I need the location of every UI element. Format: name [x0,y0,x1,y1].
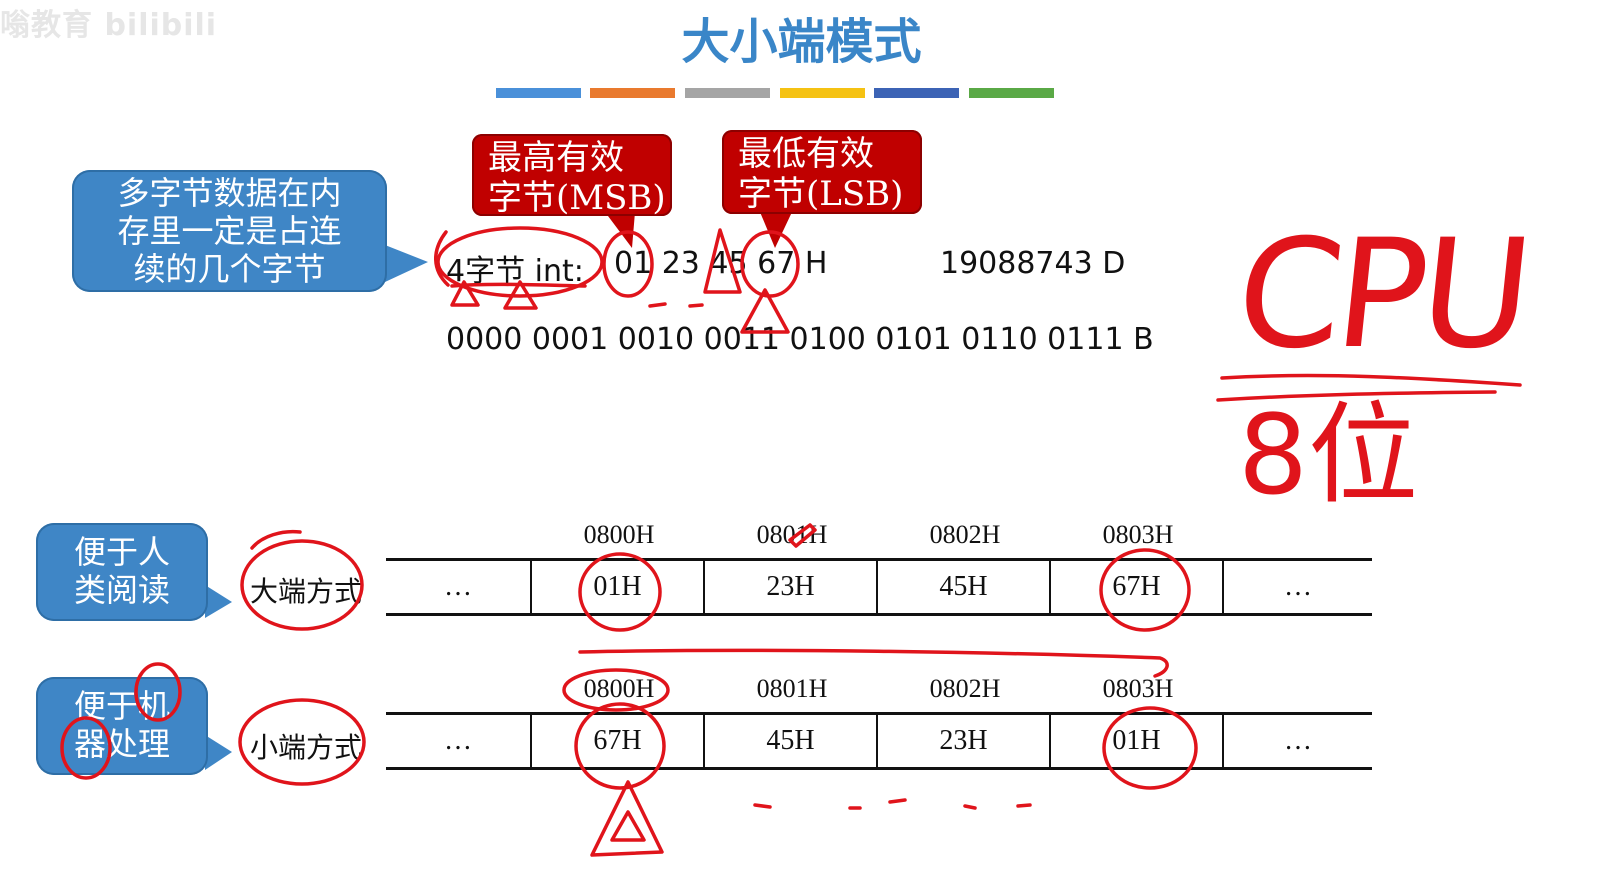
ink-dash-6 [963,804,977,810]
ink-dash-7 [1016,803,1032,808]
memory-cell: 45H [705,715,878,767]
ink-dash-5 [888,798,907,804]
machine-processing-callout-line-1: 便于机 [73,687,170,725]
big-endian-address-2: 0802H [929,520,1001,549]
memory-cell: … [386,561,532,613]
memory-cell: 01H [1051,715,1224,767]
machine-processing-callout: 便于机 器处理 [36,677,208,775]
memory-cell: 23H [878,715,1051,767]
int-hex-value: 01 23 45 67 H [614,246,828,281]
memory-cell: … [1284,725,1312,756]
lsb-callout-line-2: 字节(LSB) [738,174,904,214]
machine-processing-callout-line-2: 器处理 [73,725,170,763]
multibyte-callout-line-3: 续的几个字节 [133,250,326,288]
memory-cell: … [386,715,532,767]
title-color-bar-6 [969,88,1054,98]
ink-triangle-bottom [590,780,664,857]
ink-connector-line [578,648,1169,678]
msb-callout-line-1: 最高有效 [488,138,624,178]
little-endian-address-3: 0803H [1102,674,1174,703]
title-color-bar-2 [590,88,675,98]
little-endian-address-1: 0801H [756,674,828,703]
human-readable-callout-line-2: 类阅读 [73,571,170,609]
lsb-callout-line-1: 最低有效 [738,134,874,174]
ink-dash-1 [648,302,667,308]
title-color-bar-5 [874,88,959,98]
ink-hook-big-endian [250,529,302,550]
big-endian-address-1: 0801H [756,520,828,549]
memory-cell: 67H [532,715,705,767]
memory-cell: 23H [705,561,878,613]
little-endian-address-0: 0800H [583,674,655,703]
int-decimal-value: 19088743 D [940,246,1126,281]
page-title: 大小端模式 [681,14,922,70]
big-endian-label: 大端方式 [250,577,363,608]
multibyte-callout-line-2: 存里一定是占连 [117,212,342,250]
memory-cell: 67H [1051,561,1224,613]
ink-dash-3 [753,803,772,809]
int-binary-value: 0000 0001 0010 0011 0100 0101 0110 0111 … [446,322,1154,357]
big-endian-address-0: 0800H [583,520,655,549]
memory-cell: 45H [878,561,1051,613]
little-endian-memory-row: … 67H 45H 23H 01H … [386,712,1372,770]
msb-callout: 最高有效 字节(MSB) [472,134,672,218]
multibyte-callout-line-1: 多字节数据在内 [117,174,342,212]
human-readable-callout-line-1: 便于人 [73,533,170,571]
little-endian-label: 小端方式 [250,733,363,764]
handwritten-cpu: CPU [1228,208,1535,382]
memory-cell: … [1284,571,1312,602]
ink-dash-2 [688,303,704,308]
ink-triangle-bottom-inner [610,810,646,842]
handwritten-8-bit: 8位 [1238,391,1418,519]
memory-cell: 01H [532,561,705,613]
little-endian-address-2: 0802H [929,674,1001,703]
title-color-bar-4 [780,88,865,98]
msb-callout-line-2: 字节(MSB) [488,178,666,218]
big-endian-memory-row: … 01H 23H 45H 67H … [386,558,1372,616]
multibyte-callout: 多字节数据在内 存里一定是占连 续的几个字节 [72,170,387,292]
title-color-bar-1 [496,88,581,98]
watermark: 嗡教育 bilibili [0,8,218,43]
big-endian-address-3: 0803H [1102,520,1174,549]
lsb-callout: 最低有效 字节(LSB) [722,130,922,214]
title-color-bar-3 [685,88,770,98]
int-label: 4字节 int: [446,254,584,289]
human-readable-callout: 便于人 类阅读 [36,523,208,621]
